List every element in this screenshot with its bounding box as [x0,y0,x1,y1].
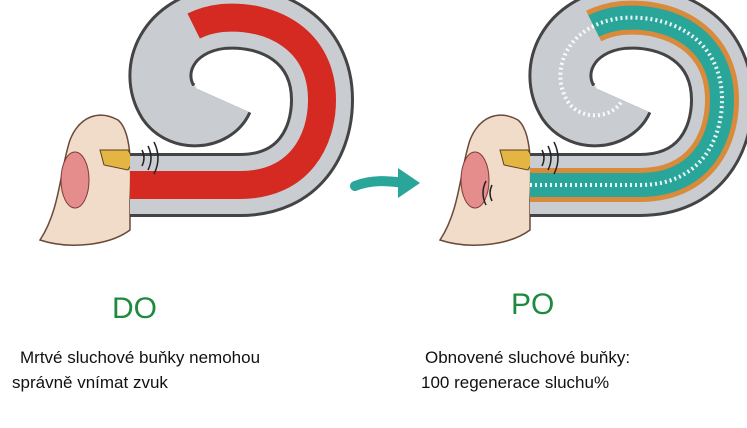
after-caption-line2: 100 regenerace sluchu% [421,373,610,392]
after-caption-line1: Obnovené sluchové buňky: [425,348,631,367]
cochlea-after [530,18,722,185]
cochlea-before [130,18,322,185]
sound-waves-before [141,141,159,175]
arrow-icon [350,168,420,198]
before-caption-line1: Mrtvé sluchové buňky nemohou [20,348,261,367]
sound-waves-after [482,141,559,206]
before-heading: DO [112,292,157,325]
before-caption-line2: správně vnímat zvuk [12,373,168,392]
after-heading: PO [511,288,555,321]
